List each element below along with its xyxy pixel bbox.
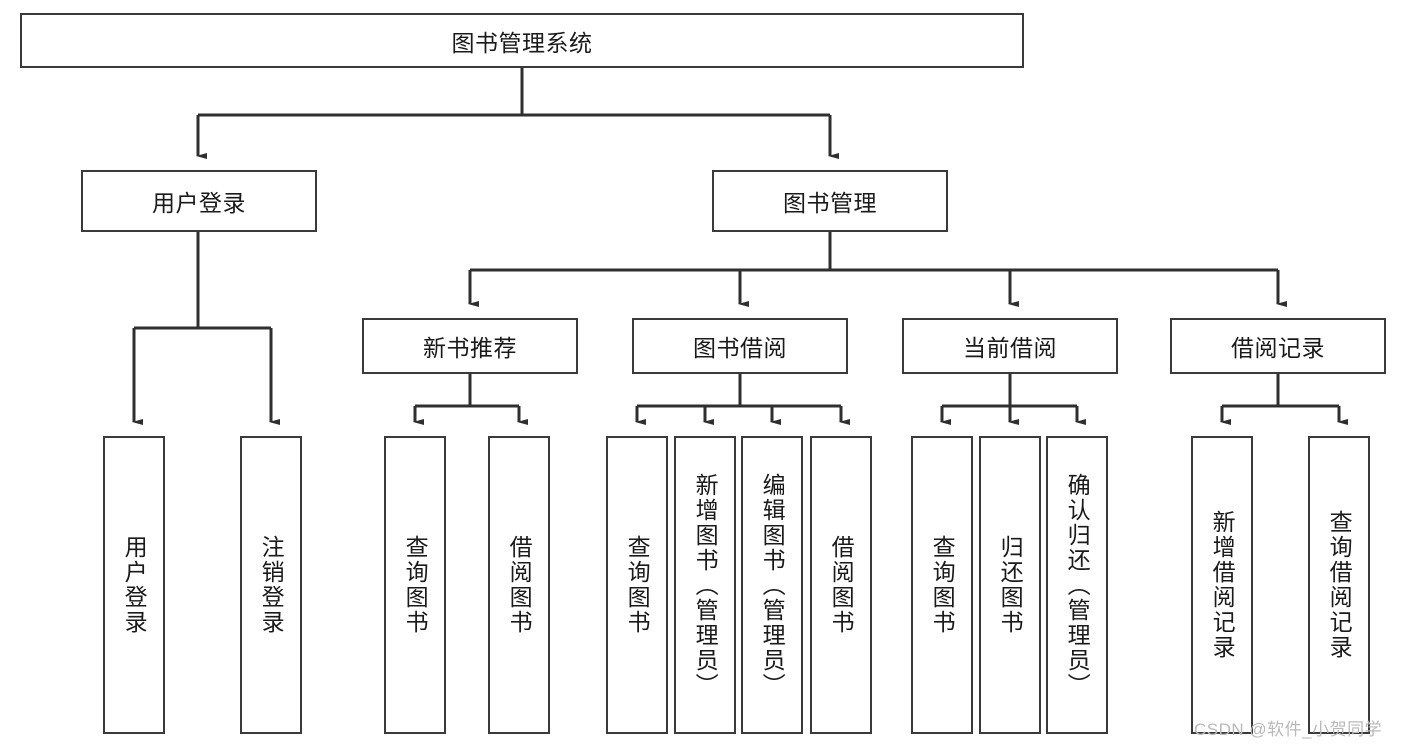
node-label: 新增图书（管理员） xyxy=(692,472,719,698)
node-label: 查询图书 xyxy=(929,535,956,635)
node-label: 确认归还（管理员） xyxy=(1064,472,1091,698)
leaf-edit-book-admin[interactable]: 编辑图书（管理员） xyxy=(741,436,803,734)
node-label: 借阅记录 xyxy=(1231,335,1325,361)
node-current-borrow[interactable]: 当前借阅 xyxy=(902,318,1118,374)
node-label: 用户登录 xyxy=(121,535,148,635)
node-borrow-record[interactable]: 借阅记录 xyxy=(1170,318,1386,374)
node-label: 当前借阅 xyxy=(963,335,1057,361)
leaf-confirm-return-admin[interactable]: 确认归还（管理员） xyxy=(1046,436,1108,734)
watermark-csdn: CSDN @软件_小贺同学 xyxy=(1194,720,1383,739)
leaf-logout[interactable]: 注销登录 xyxy=(240,436,302,734)
node-label: 新书推荐 xyxy=(423,335,517,361)
node-user-login[interactable]: 用户登录 xyxy=(81,170,317,232)
node-label: 借阅图书 xyxy=(828,535,855,635)
leaf-user-login[interactable]: 用户登录 xyxy=(103,436,165,734)
node-root-book-management-system[interactable]: 图书管理系统 xyxy=(20,13,1024,68)
node-book-management[interactable]: 图书管理 xyxy=(712,170,948,232)
node-label: 查询图书 xyxy=(624,535,651,635)
node-label: 新增借阅记录 xyxy=(1209,510,1236,660)
leaf-add-borrow-record[interactable]: 新增借阅记录 xyxy=(1191,436,1253,734)
leaf-query-book-current[interactable]: 查询图书 xyxy=(911,436,973,734)
node-label: 编辑图书（管理员） xyxy=(759,472,786,698)
leaf-query-book-recommend[interactable]: 查询图书 xyxy=(384,436,446,734)
leaf-borrow-book-recommend[interactable]: 借阅图书 xyxy=(488,436,550,734)
node-label: 归还图书 xyxy=(997,535,1024,635)
leaf-query-borrow-record[interactable]: 查询借阅记录 xyxy=(1308,436,1370,734)
node-label: 图书管理 xyxy=(783,190,877,216)
node-label: 查询图书 xyxy=(402,535,429,635)
leaf-query-book-borrow[interactable]: 查询图书 xyxy=(606,436,668,734)
node-label: 用户登录 xyxy=(152,190,246,216)
node-label: 图书管理系统 xyxy=(451,29,593,56)
node-label: 注销登录 xyxy=(258,535,285,635)
leaf-borrow-book[interactable]: 借阅图书 xyxy=(810,436,872,734)
leaf-add-book-admin[interactable]: 新增图书（管理员） xyxy=(674,436,736,734)
leaf-return-book[interactable]: 归还图书 xyxy=(979,436,1041,734)
node-book-borrow[interactable]: 图书借阅 xyxy=(632,318,848,374)
node-label: 查询借阅记录 xyxy=(1326,510,1353,660)
node-new-book-recommend[interactable]: 新书推荐 xyxy=(362,318,578,374)
node-label: 借阅图书 xyxy=(506,535,533,635)
node-label: 图书借阅 xyxy=(693,335,787,361)
